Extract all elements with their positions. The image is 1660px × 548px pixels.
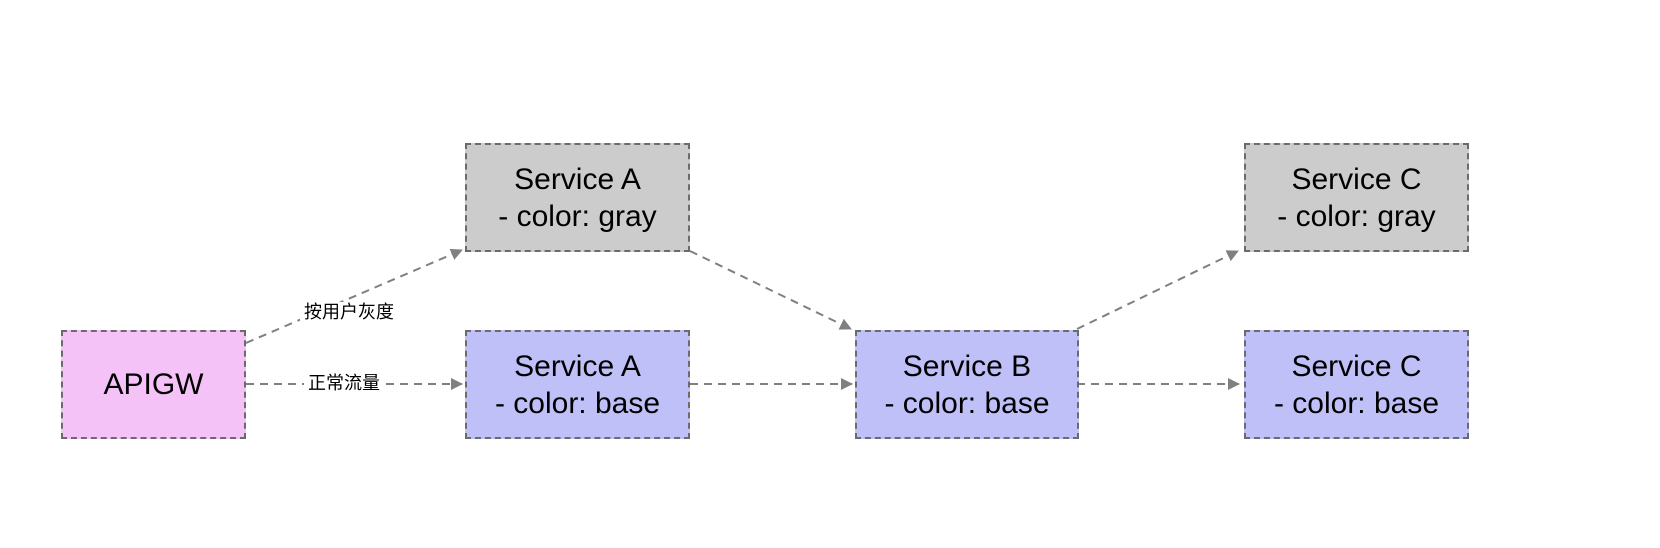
edge-apigw-to-service-a-gray [245,248,463,344]
edge-service-b-to-service-c-gray [1076,250,1239,330]
gray-route-label: 按用户灰度 [300,302,398,324]
service-b-base-color: - color: base [884,386,1050,420]
service-b-base-name: Service B [902,349,1032,383]
service-a-base-name: Service A [514,349,641,383]
service-a-base-color: - color: base [494,386,661,420]
service-c-base-color: - color: base [1273,386,1440,420]
apigw-node-label: APIGW [103,368,204,401]
service-c-base-node: Service C - color: base [1244,330,1469,439]
service-c-gray-node: Service C - color: gray [1244,143,1469,252]
normal-route-label: 正常流量 [304,373,384,395]
service-a-base-node: Service A - color: base [465,330,690,439]
apigw-node: APIGW [61,330,246,439]
service-c-gray-color: - color: gray [1277,199,1436,233]
service-a-gray-node: Service A - color: gray [465,143,690,252]
edge-service-a-gray-to-service-b [689,250,852,330]
service-a-gray-name: Service A [514,162,641,196]
service-c-gray-name: Service C [1291,162,1422,196]
service-b-base-node: Service B - color: base [855,330,1079,439]
service-a-gray-color: - color: gray [498,199,657,233]
service-c-base-name: Service C [1291,349,1422,383]
